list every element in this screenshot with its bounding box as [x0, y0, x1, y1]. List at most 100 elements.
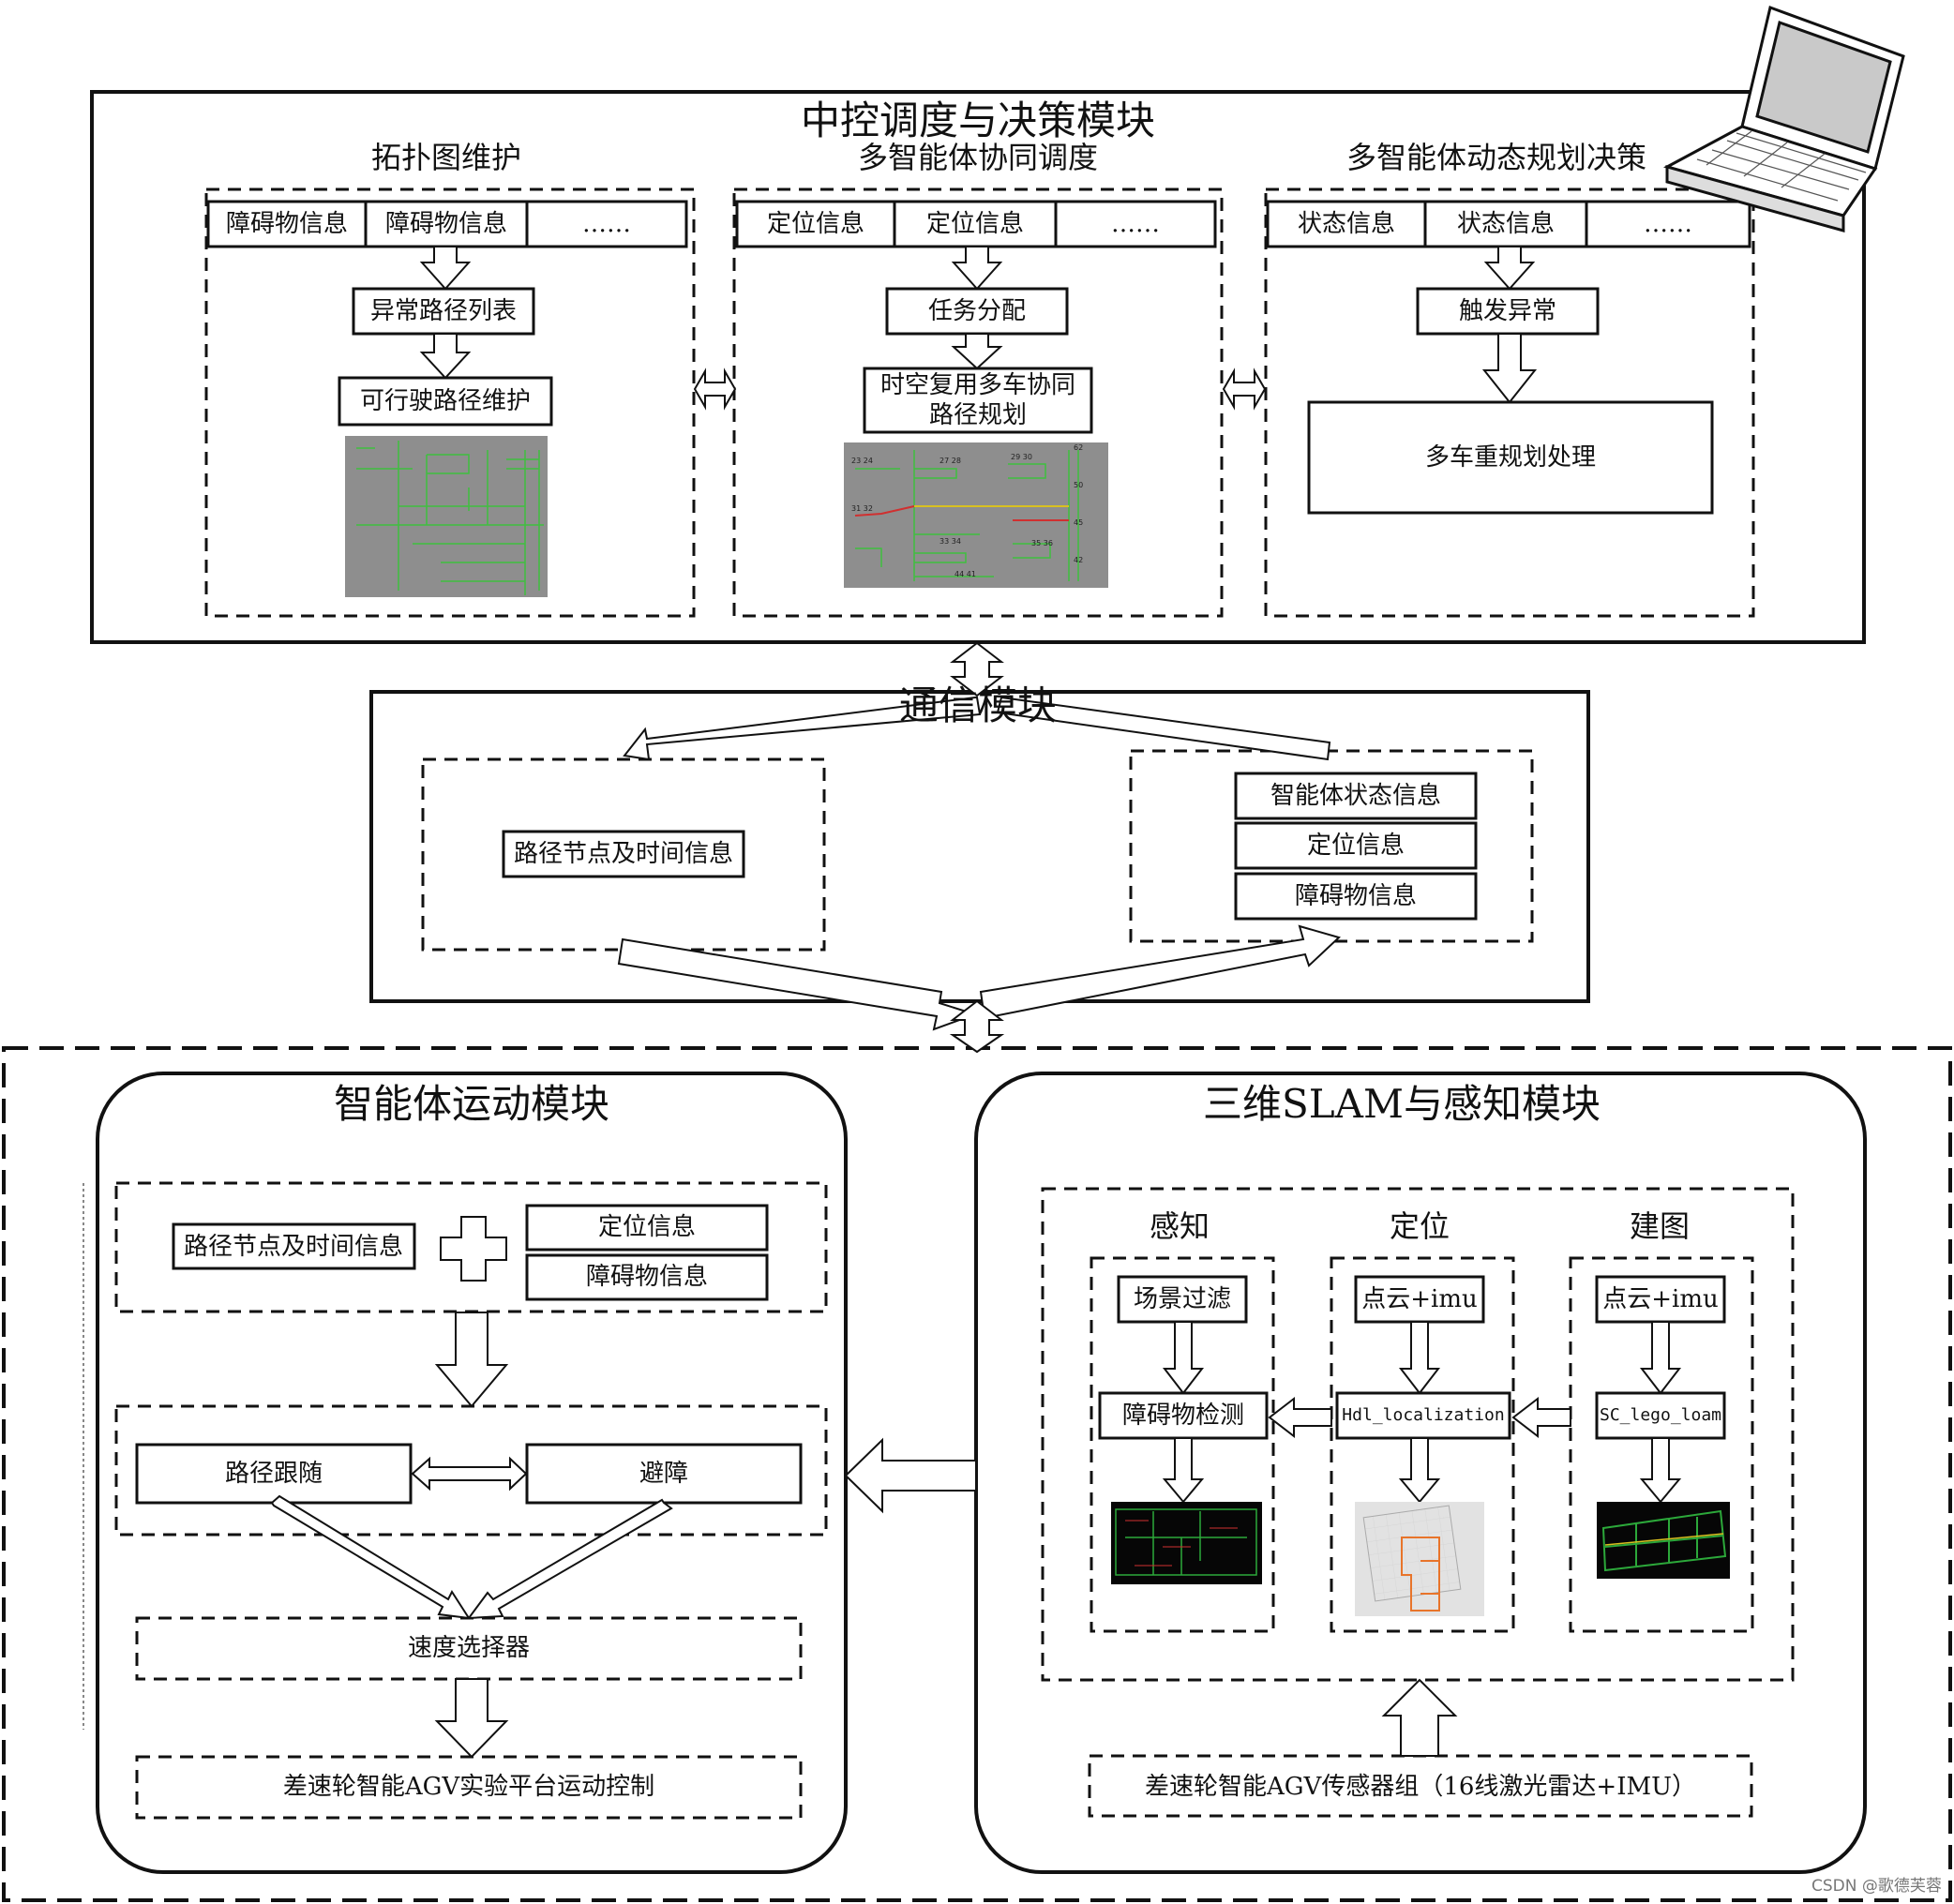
arrow-down-4	[951, 333, 1003, 370]
sensor-label: 差速轮智能AGV传感器组（16线激光雷达+IMU）	[1145, 1773, 1696, 1801]
comm-path-info-label: 路径节点及时间信息	[513, 840, 734, 868]
motion-obs-box	[525, 1253, 769, 1301]
spacetime-plan-label-1: 时空复用多车协同	[879, 371, 1076, 399]
topology-screenshot	[345, 436, 548, 597]
sensor-up-arrow	[1381, 1678, 1458, 1757]
slam-module-title: 三维SLAM与感知模块	[1203, 1081, 1601, 1127]
loc-to-perc-arrow	[1268, 1396, 1332, 1439]
arrow-bi-2	[1222, 367, 1267, 411]
speed-selector-label: 速度选择器	[407, 1634, 531, 1662]
comm-loc-label: 定位信息	[1306, 832, 1405, 860]
map-arrow-down-1	[1639, 1321, 1682, 1395]
svg-text:62: 62	[1074, 443, 1083, 452]
svg-text:29 30: 29 30	[1011, 453, 1032, 461]
comm-obs-box	[1234, 872, 1478, 921]
motion-loc-box	[525, 1204, 769, 1252]
decision-title: 多智能体动态规划决策	[1345, 140, 1647, 175]
converge-arrow-left	[270, 1494, 471, 1620]
comm-arrow-down-left	[623, 697, 982, 761]
mapping-screenshot	[1597, 1502, 1730, 1579]
slam-inner-panel	[1041, 1187, 1795, 1682]
svg-text:27 28: 27 28	[939, 457, 961, 465]
coop-panel	[732, 187, 1224, 618]
motion-path-info-label: 路径节点及时间信息	[183, 1233, 404, 1261]
arrow-bi-1	[693, 367, 737, 411]
perc-arrow-down-2	[1162, 1437, 1205, 1504]
comm-path-info-box	[502, 830, 745, 878]
comm-arrow-up-right	[996, 696, 1331, 761]
comm-module-title: 通信模块	[898, 682, 1058, 728]
comm-arrow-bottom-right	[979, 924, 1341, 1020]
perception-screenshot	[1111, 1502, 1262, 1584]
replan-label: 多车重规划处理	[1424, 443, 1597, 472]
topology-tab-2-label: 障碍物信息	[384, 210, 508, 238]
map-pointcloud-label: 点云+imu	[1602, 1285, 1719, 1313]
loc-arrow-down-2	[1398, 1437, 1441, 1504]
spacetime-plan-label-2: 路径规划	[928, 401, 1028, 429]
svg-text:31 32: 31 32	[851, 504, 873, 513]
coop-tab-3	[1054, 200, 1217, 248]
mapping-title: 建图	[1629, 1208, 1691, 1244]
svg-text:42: 42	[1074, 556, 1083, 564]
decision-tab-1-label: 状态信息	[1297, 210, 1396, 238]
plus-icon	[440, 1216, 507, 1282]
motion-arrow-down-1	[434, 1312, 509, 1408]
follow-avoid-arrow	[411, 1456, 528, 1492]
topology-panel	[204, 187, 696, 618]
csdn-watermark: CSDN @歌德芙蓉	[1811, 1877, 1942, 1896]
arrow-top-comm	[950, 641, 1004, 697]
topology-tab-3-label: ……	[582, 210, 631, 238]
topology-title: 拓扑图维护	[370, 140, 522, 175]
motion-loc-label: 定位信息	[597, 1213, 697, 1241]
loc-arrow-down-1	[1398, 1321, 1441, 1395]
laptop-icon	[1662, 6, 1905, 232]
motion-path-info-box	[172, 1222, 416, 1270]
perception-panel	[1090, 1256, 1275, 1633]
decision-tab-3	[1585, 200, 1751, 248]
trigger-abnormal-label: 触发异常	[1458, 297, 1557, 325]
avoid-label: 避障	[639, 1460, 689, 1488]
perception-title: 感知	[1149, 1208, 1210, 1244]
decision-tab-3-label: ……	[1644, 210, 1692, 238]
path-follow-label: 路径跟随	[224, 1460, 323, 1488]
comm-state-label: 智能体状态信息	[1270, 782, 1442, 810]
comm-obs-label: 障碍物信息	[1294, 882, 1418, 910]
localization-panel	[1330, 1256, 1515, 1633]
arrow-down-5	[1483, 246, 1536, 291]
topology-tab-3	[525, 200, 688, 248]
coop-title: 多智能体协同调度	[857, 140, 1099, 175]
arrow-comm-lower	[949, 999, 1005, 1054]
coop-tab-1-label: 定位信息	[766, 210, 865, 238]
motion-module-frame	[96, 1072, 848, 1874]
comm-loc-box	[1234, 821, 1478, 870]
map-arrow-down-2	[1639, 1437, 1682, 1504]
perc-arrow-down-1	[1162, 1321, 1205, 1395]
topology-tab-1-label: 障碍物信息	[225, 210, 349, 238]
localization-title: 定位	[1389, 1208, 1450, 1244]
motion-control-label: 差速轮智能AGV实验平台运动控制	[282, 1773, 655, 1801]
mapping-panel	[1569, 1256, 1754, 1633]
obstacle-detect-label: 障碍物检测	[1121, 1402, 1245, 1430]
comm-state-box	[1234, 772, 1478, 820]
localization-screenshot	[1355, 1502, 1484, 1616]
svg-text:45: 45	[1074, 518, 1083, 527]
comm-right-panel	[1129, 749, 1534, 943]
map-to-loc-arrow	[1511, 1396, 1571, 1439]
svg-text:35 36: 35 36	[1031, 539, 1053, 547]
drivable-path-label: 可行驶路径维护	[359, 387, 532, 415]
central-module-title: 中控调度与决策模块	[800, 97, 1156, 143]
arrow-down-3	[951, 246, 1003, 291]
task-assign-label: 任务分配	[927, 297, 1027, 325]
coop-tab-2-label: 定位信息	[925, 210, 1025, 238]
svg-text:44 41: 44 41	[954, 570, 976, 578]
motion-arrow-down-2	[434, 1678, 509, 1759]
decision-tab-2-label: 状态信息	[1456, 210, 1556, 238]
scene-filter-label: 场景过滤	[1133, 1285, 1232, 1313]
decision-panel	[1264, 187, 1755, 618]
arrow-down-6	[1481, 333, 1538, 404]
arrow-down-2	[419, 333, 472, 380]
arrow-down-1	[419, 246, 472, 291]
